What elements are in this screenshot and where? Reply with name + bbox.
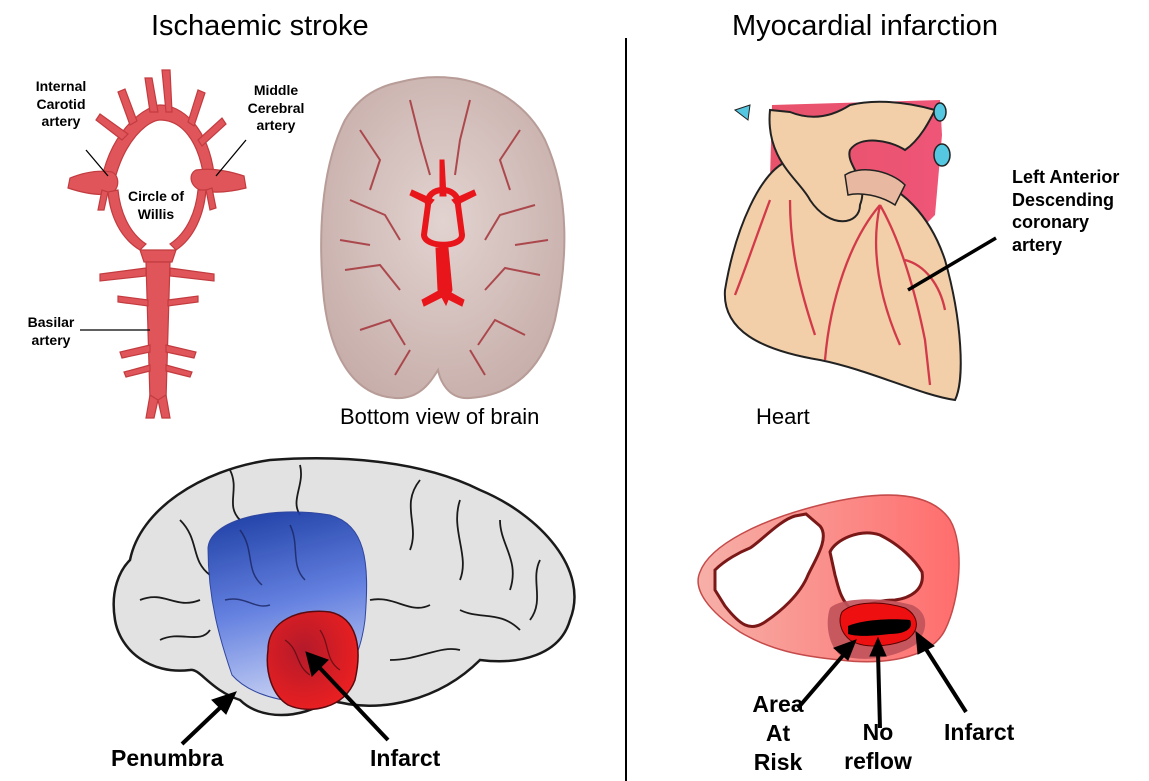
penumbra-arrow [182,692,236,744]
lad-label: Left Anterior Descending coronary artery [1012,166,1119,256]
stroke-panel-title: Ischaemic stroke [151,10,369,43]
brain-bottom-illustration [321,77,564,398]
circle-of-willis-label: Circle of Willis [112,188,200,223]
brain-bottom-caption: Bottom view of brain [340,404,539,430]
middle-cerebral-label: Middle Cerebral artery [240,82,312,135]
stroke-infarct-label: Infarct [370,744,440,773]
brain-side-illustration [114,458,575,715]
middle-cerebral-pointer [216,140,246,176]
mi-panel-title: Myocardial infarction [732,10,998,43]
mi-infarct-label: Infarct [944,718,1014,747]
area-at-risk-label: Area At Risk [733,690,823,776]
no-reflow-label: No reflow [828,718,928,776]
heart-illustration [725,100,961,400]
basilar-artery-label: Basilar artery [18,314,84,349]
internal-carotid-label: Internal Carotid artery [20,78,102,131]
heart-caption: Heart [756,404,810,430]
penumbra-label: Penumbra [111,744,223,773]
